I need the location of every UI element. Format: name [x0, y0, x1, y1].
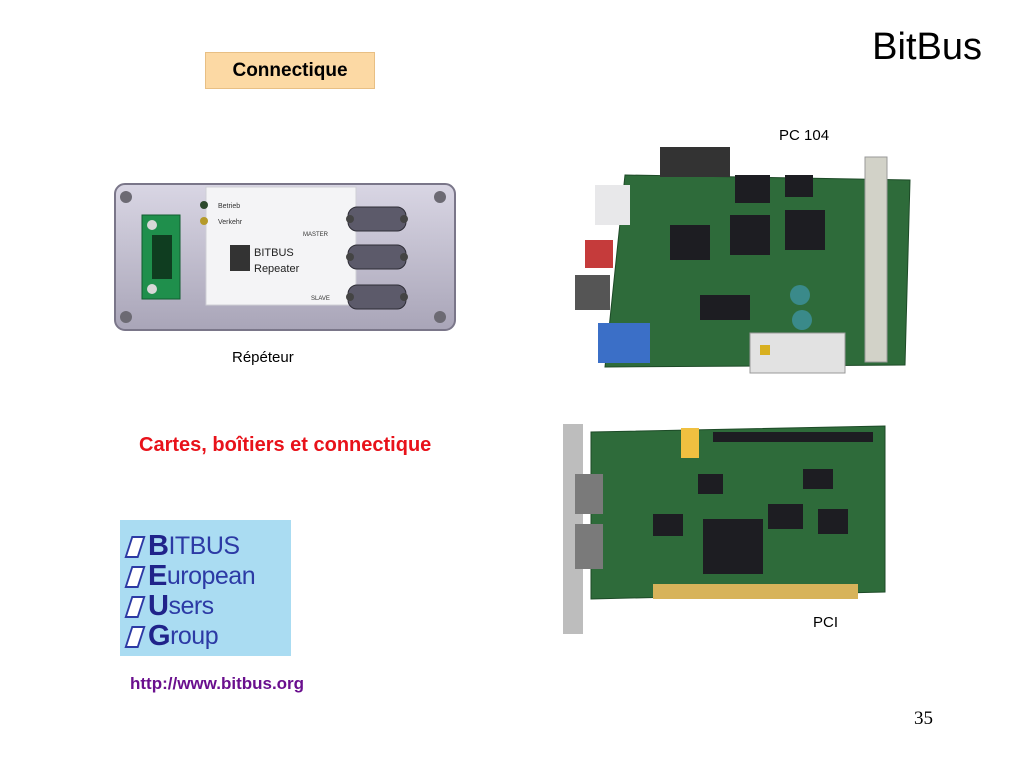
- pc104-caption: PC 104: [779, 127, 830, 144]
- led-icon: [200, 201, 208, 209]
- screw-icon: [434, 191, 446, 203]
- logo-mark-icon: [124, 535, 146, 558]
- bitbus-website-link[interactable]: http://www.bitbus.org: [130, 674, 305, 693]
- brand-line1: BITBUS: [254, 247, 294, 259]
- dsub-connector: [347, 206, 407, 310]
- screw-icon: [434, 311, 446, 323]
- logo-word: roup: [170, 622, 219, 650]
- dsub-connector: [575, 524, 603, 569]
- slide-title: BitBus: [872, 26, 982, 68]
- logo-mark-icon: [124, 595, 146, 618]
- master-label: MASTER: [303, 232, 329, 238]
- blue-connector: [598, 323, 650, 363]
- pci-board-image: [563, 424, 886, 634]
- logo-word: sers: [168, 592, 214, 620]
- pci-caption: PCI: [813, 614, 839, 631]
- led2-label: Verkehr: [218, 219, 243, 226]
- logo-mark-icon: [124, 565, 146, 588]
- page-number: 35: [914, 708, 933, 729]
- led1-label: Betrieb: [218, 203, 240, 210]
- dsub-connector: [575, 474, 603, 514]
- logo-initial: E: [148, 560, 167, 592]
- logo-word: ITBUS: [168, 532, 240, 560]
- led-icon: [200, 217, 208, 225]
- logo-initial: U: [148, 590, 169, 622]
- section-label: Connectique: [205, 52, 375, 89]
- logo-mark-icon: [124, 625, 146, 648]
- logo-initial: B: [148, 530, 169, 562]
- repeater-caption: Répéteur: [232, 349, 294, 366]
- pc104-board-image: [575, 147, 911, 374]
- section-heading: Cartes, boîtiers et connectique: [139, 434, 432, 456]
- section-label-text: Connectique: [232, 59, 348, 81]
- screw-icon: [120, 191, 132, 203]
- brand-line2: Repeater: [254, 263, 300, 275]
- logo-initial: G: [148, 620, 171, 652]
- slave-label: SLAVE: [311, 296, 330, 302]
- screw-icon: [120, 311, 132, 323]
- logo-word: uropean: [166, 562, 256, 590]
- repeater-image: Betrieb Verkehr BITBUS Repeater MASTER S…: [114, 183, 456, 331]
